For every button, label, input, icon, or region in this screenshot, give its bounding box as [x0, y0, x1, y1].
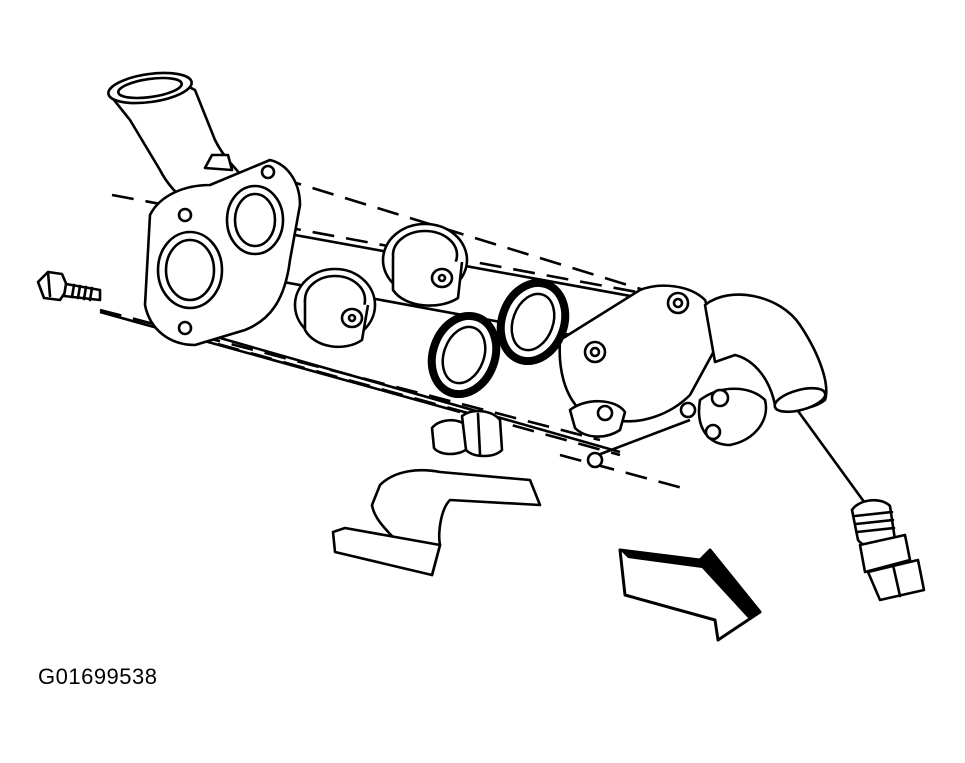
thermostat-right: [381, 222, 469, 307]
drain-plug: [430, 409, 504, 458]
bypass-pipe: [331, 468, 542, 577]
seal-ring-front: [427, 311, 501, 399]
seal-rings: [427, 278, 570, 399]
coolant-sensor-fitting: [850, 498, 926, 602]
housing-bolt: [36, 270, 102, 302]
figure-id-label: G01699538: [38, 664, 158, 689]
outlet-housing: [558, 284, 828, 469]
arrow-icon: [618, 548, 762, 642]
seal-ring-rear: [496, 278, 570, 366]
thermostat-left: [293, 267, 377, 349]
thermostat-housing: [107, 71, 302, 347]
